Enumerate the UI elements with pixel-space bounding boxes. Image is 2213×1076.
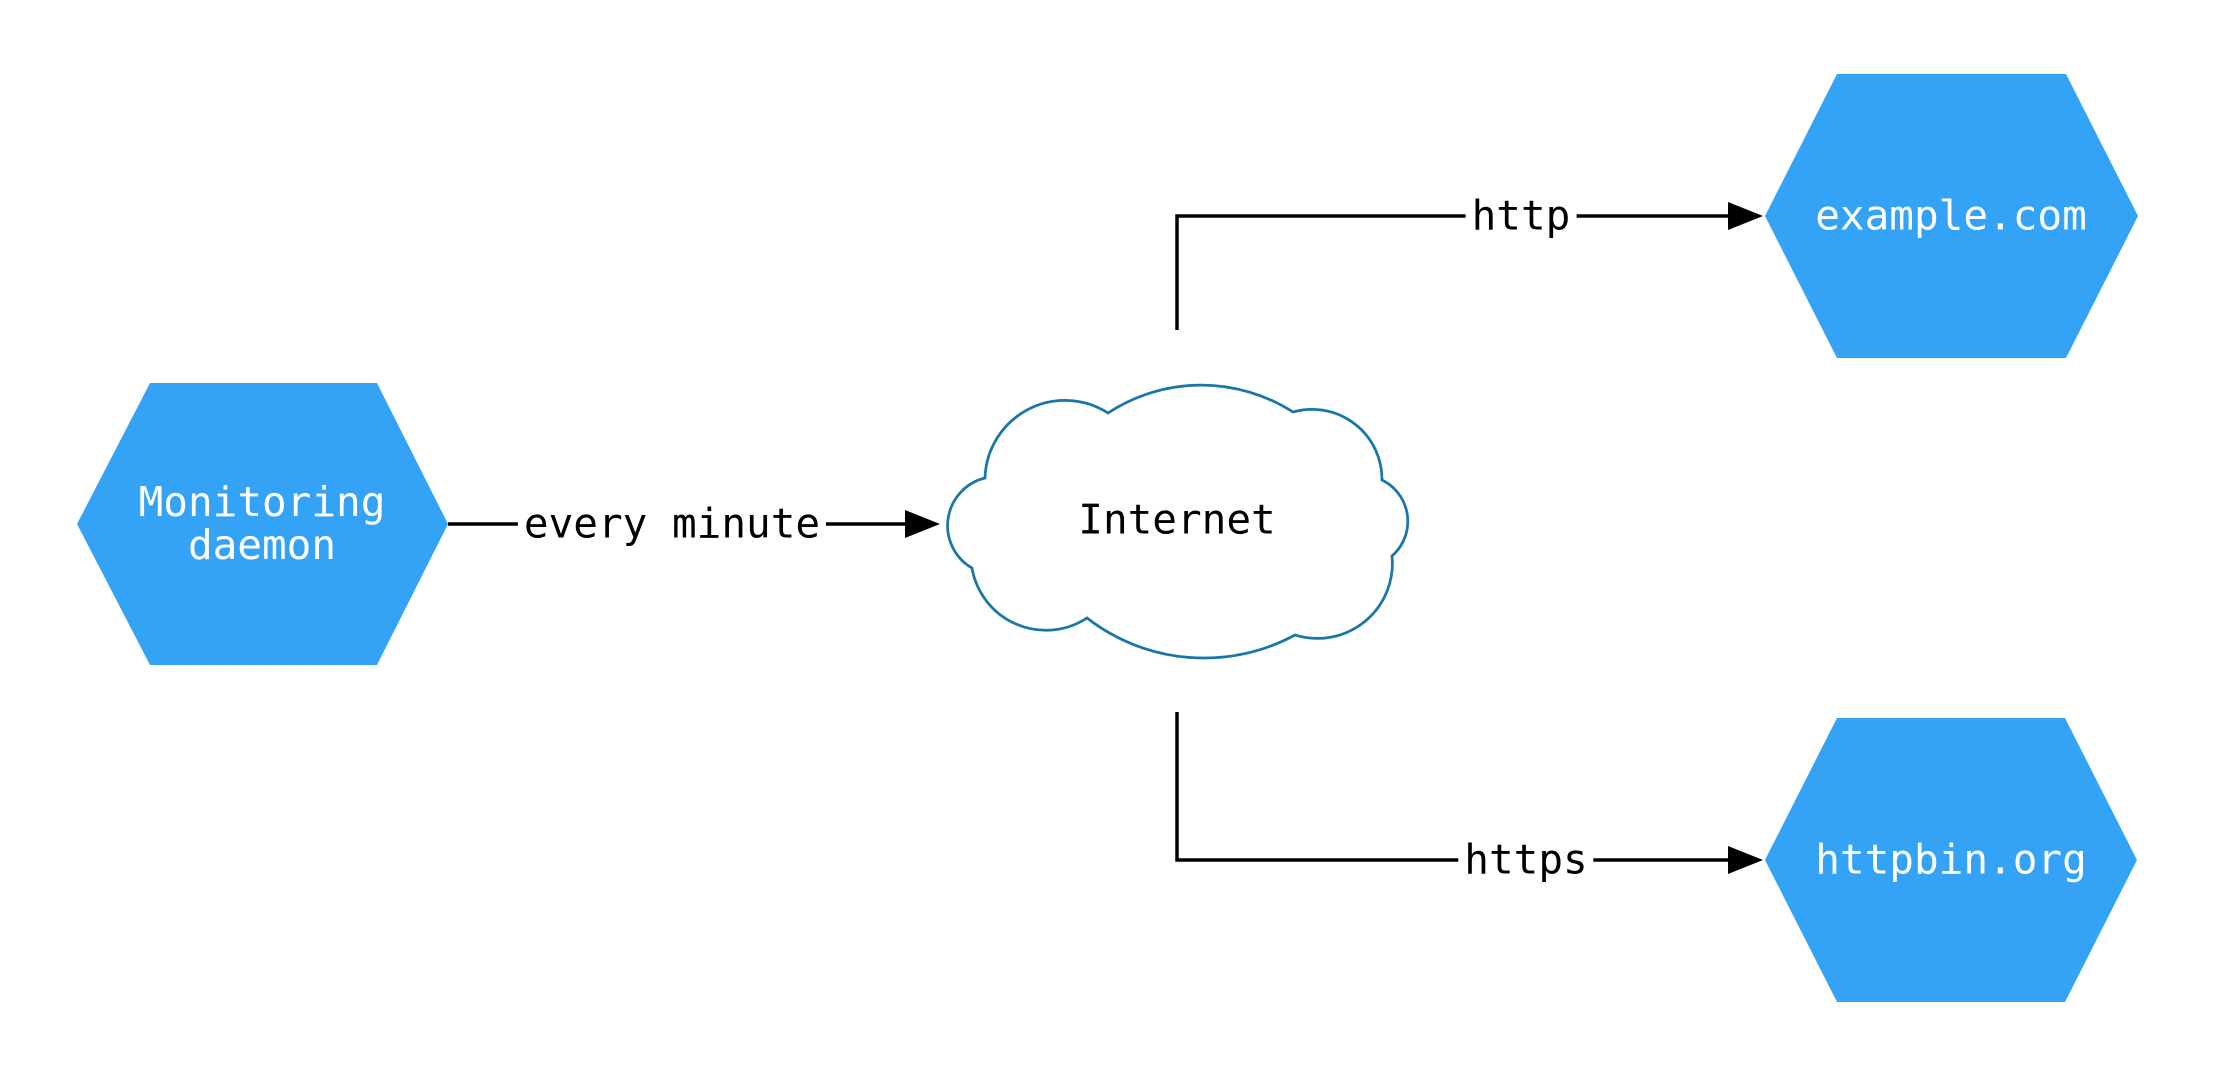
edge-label-http: http bbox=[1465, 192, 1577, 240]
internet-cloud bbox=[946, 383, 1410, 660]
edge-internet-to-example-line bbox=[1175, 214, 1731, 330]
httpbin-org-label: httpbin.org bbox=[1815, 835, 2087, 884]
httpbin-org-node bbox=[1765, 718, 2137, 1002]
edge-daemon-to-internet-arrowhead bbox=[905, 510, 940, 538]
edge-internet-to-httpbin-arrowhead bbox=[1728, 846, 1763, 874]
edge-internet-to-httpbin-line bbox=[1175, 712, 1731, 862]
internet-label: Internet bbox=[1078, 495, 1276, 544]
monitoring-daemon-label-line2: daemon bbox=[187, 521, 337, 569]
monitoring-daemon-label: Monitoring daemon bbox=[138, 477, 386, 569]
example-com-label: example.com bbox=[1815, 191, 2087, 240]
edge-label-every-minute: every minute bbox=[517, 500, 827, 548]
example-com-node bbox=[1765, 74, 2138, 358]
monitoring-daemon-label-line1: Monitoring bbox=[138, 477, 386, 526]
monitoring-daemon-node bbox=[77, 383, 448, 665]
edge-label-https: https bbox=[1458, 836, 1594, 884]
edge-internet-to-example-arrowhead bbox=[1728, 202, 1763, 230]
